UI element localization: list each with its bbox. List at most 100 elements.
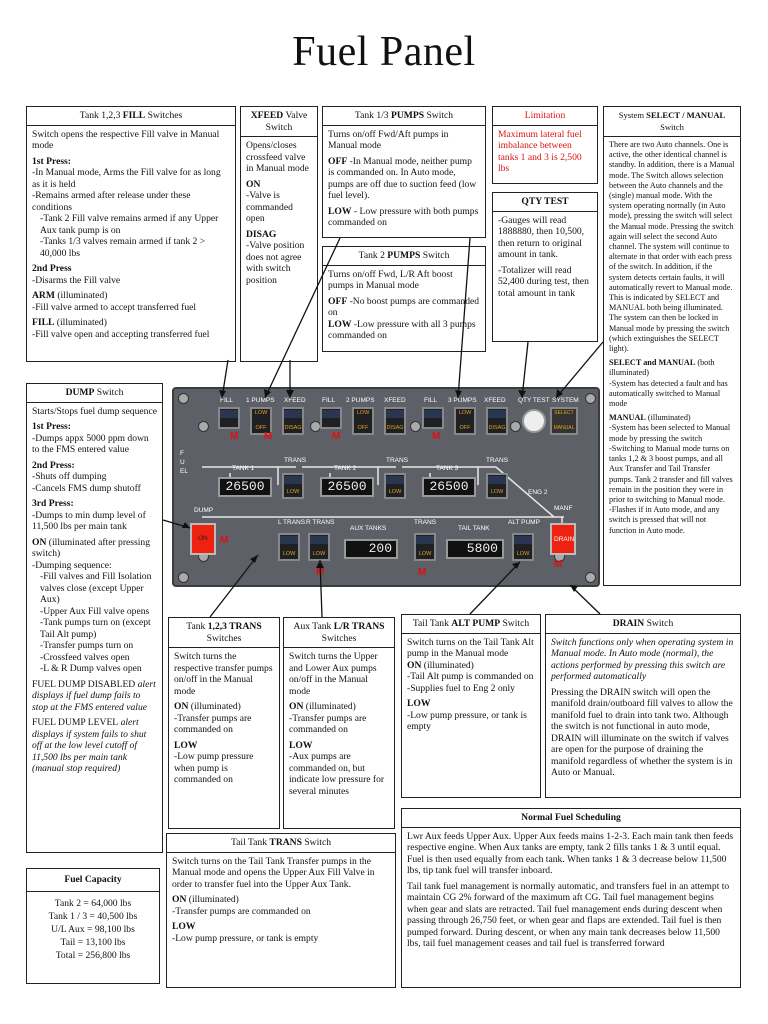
xfeed-text: -Valve is commanded open bbox=[246, 190, 293, 224]
sched-header: Normal Fuel Scheduling bbox=[402, 809, 740, 828]
xfeed-text: Opens/closes crossfeed valve in Manual m… bbox=[246, 140, 309, 174]
label-xfeed: XFEED bbox=[484, 397, 506, 404]
trans123-header: Tank 1,2,3 TRANS Switches bbox=[169, 618, 279, 648]
tail-alt-pump-switch[interactable]: LOW bbox=[512, 533, 534, 561]
dump-level: FUEL DUMP LEVEL alert displays if system… bbox=[32, 717, 147, 774]
xfeed-3-switch[interactable]: DISAG bbox=[486, 407, 508, 435]
auxtrans-text: -Aux pumps are commanded on, but indicat… bbox=[289, 751, 385, 797]
system-manual: MANUAL (illuminated) bbox=[609, 413, 691, 423]
xfeed-1-switch[interactable]: DISAG bbox=[282, 407, 304, 435]
dump-switch[interactable]: ON bbox=[190, 523, 216, 555]
trans123-switch-box: Tank 1,2,3 TRANS Switches Switch turns t… bbox=[168, 617, 280, 829]
label-l-trans: L TRANS bbox=[278, 519, 306, 526]
tank1-trans-switch[interactable]: LOW bbox=[282, 473, 304, 499]
capacity-header: Fuel Capacity bbox=[27, 869, 159, 892]
label-dump: DUMP bbox=[194, 507, 214, 514]
xfeed-header: XFEED Valve Switch bbox=[241, 107, 317, 137]
fill-text: -In Manual mode, Arms the Fill valve for… bbox=[32, 167, 221, 190]
aux-trans-switch-box: Aux Tank L/R TRANS Switches Switch turns… bbox=[283, 617, 395, 829]
trans123-on: ON (illuminated) bbox=[174, 701, 241, 712]
tank3-trans-switch[interactable]: LOW bbox=[486, 473, 508, 499]
label-tank1: TANK 1 bbox=[232, 465, 255, 472]
tank2-fill-switch[interactable] bbox=[320, 407, 342, 429]
fill-press1: 1st Press: bbox=[32, 155, 71, 167]
label-fill: FILL bbox=[424, 397, 438, 404]
label-aux-tanks: AUX TANKS bbox=[350, 525, 387, 532]
altpump-text: -Low pump pressure, or tank is empty bbox=[407, 709, 527, 733]
tank2-quantity-display: 26500 bbox=[320, 477, 374, 497]
altpump-text: -Supplies fuel to Eng 2 only bbox=[407, 682, 515, 694]
pumps13-low: LOW - Low pressure with both pumps comma… bbox=[328, 205, 479, 229]
dump-press3: 3rd Press: bbox=[32, 498, 74, 509]
limitation-header: Limitation bbox=[493, 107, 597, 126]
aux-l-trans-switch[interactable]: LOW bbox=[278, 533, 300, 561]
system-text: -Flashes if in Auto mode, and any switch… bbox=[609, 505, 720, 535]
tailtrans-text: -Low pump pressure, or tank is empty bbox=[172, 932, 319, 944]
tank3-quantity-display: 26500 bbox=[422, 477, 476, 497]
drain-switch[interactable]: DRAIN bbox=[550, 523, 576, 555]
manual-marker: M bbox=[220, 535, 229, 546]
xfeed-switch-box: XFEED Valve Switch Opens/closes crossfee… bbox=[240, 106, 318, 362]
label-tail-tank: TAIL TANK bbox=[458, 525, 490, 532]
aux-r-trans-switch[interactable]: LOW bbox=[308, 533, 330, 561]
pumps13-text: Turns on/off Fwd/Aft pumps in Manual mod… bbox=[328, 128, 449, 152]
screw bbox=[178, 393, 189, 404]
system-text: -System has detected a fault and has aut… bbox=[609, 378, 728, 409]
qty-test-box: QTY TEST -Gauges will read 1888880, then… bbox=[492, 192, 598, 342]
xfeed-2-switch[interactable]: DISAG bbox=[384, 407, 406, 435]
dump-switch-on-text: ON bbox=[198, 535, 208, 542]
fill-intro: Switch opens the respective Fill valve i… bbox=[32, 128, 220, 152]
tank2-trans-switch[interactable]: LOW bbox=[384, 473, 406, 499]
system-text: -System has been selected to Manual mode… bbox=[609, 423, 731, 443]
tailtrans-text: Switch turns on the Tail Tank Transfer p… bbox=[172, 855, 375, 890]
label-1-pumps: 1 PUMPS bbox=[246, 397, 275, 404]
sched-text: Tail tank fuel management is normally au… bbox=[407, 880, 730, 950]
capacity-row: Tank 2 = 64,000 lbs bbox=[54, 897, 132, 909]
screw bbox=[178, 572, 189, 583]
xfeed-text: -Valve position does not agree with swit… bbox=[246, 240, 305, 286]
system-text: There are two Auto channels. One is acti… bbox=[609, 140, 735, 354]
auxtrans-text: -Transfer pumps are commanded on bbox=[289, 712, 367, 736]
pumps13-header: Tank 1/3 PUMPS Switch bbox=[323, 107, 485, 126]
auxtrans-on: ON (illuminated) bbox=[289, 701, 356, 712]
dump-press2: 2nd Press: bbox=[32, 459, 75, 471]
tank1-fill-switch[interactable] bbox=[218, 407, 240, 429]
system-switch-box: System SELECT / MANUAL Switch There are … bbox=[603, 106, 741, 586]
alt-pump-switch-box: Tail Tank ALT PUMP Switch Switch turns o… bbox=[401, 614, 541, 798]
label-qty-test: QTY TEST bbox=[518, 397, 550, 404]
arm-label: ARM (illuminated) bbox=[32, 290, 108, 301]
tail-trans-switch[interactable]: LOW bbox=[414, 533, 436, 561]
drain-header: DRAIN Switch bbox=[546, 615, 740, 634]
altpump-text: -Tail Alt pump is commanded on bbox=[407, 671, 534, 682]
dump-on: ON (illuminated after pressing switch) bbox=[32, 536, 151, 560]
xfeed-disag: DISAG bbox=[246, 228, 277, 240]
aux-tanks-quantity-display: 200 bbox=[344, 539, 398, 559]
auxtrans-low: LOW bbox=[289, 739, 313, 751]
pumps2-low: LOW -Low pressure with all 3 pumps comma… bbox=[328, 318, 476, 342]
label-2-pumps: 2 PUMPS bbox=[346, 397, 375, 404]
fill-header: Tank 1,2,3 FILL Switches bbox=[27, 107, 235, 126]
label-xfeed: XFEED bbox=[284, 397, 306, 404]
fill-text: -Fill valve open and accepting transferr… bbox=[32, 328, 210, 340]
capacity-row: Tank 1 / 3 = 40,500 lbs bbox=[48, 910, 138, 922]
label-fill: FILL bbox=[322, 397, 336, 404]
qty-text: -Gauges will read 1888880, then 10,500, … bbox=[498, 214, 585, 261]
xfeed-on: ON bbox=[246, 178, 261, 190]
dump-text: -Transfer pumps turn on bbox=[40, 640, 134, 651]
dump-text: -Shuts off dumping bbox=[32, 471, 107, 482]
tank3-fill-switch[interactable] bbox=[422, 407, 444, 429]
label-tank2: TANK 2 bbox=[334, 465, 357, 472]
label-trans: TRANS bbox=[486, 457, 509, 464]
manual-marker: M bbox=[264, 431, 273, 442]
trans123-text: -Low pump pressure when pump is commande… bbox=[174, 751, 254, 785]
qty-test-button[interactable] bbox=[522, 409, 546, 433]
label-trans: TRANS bbox=[414, 519, 437, 526]
manual-marker: M bbox=[332, 431, 341, 442]
drain-switch-box: DRAIN Switch Switch functions only when … bbox=[545, 614, 741, 798]
manual-marker: M bbox=[432, 431, 441, 442]
manual-marker: M bbox=[554, 559, 563, 570]
